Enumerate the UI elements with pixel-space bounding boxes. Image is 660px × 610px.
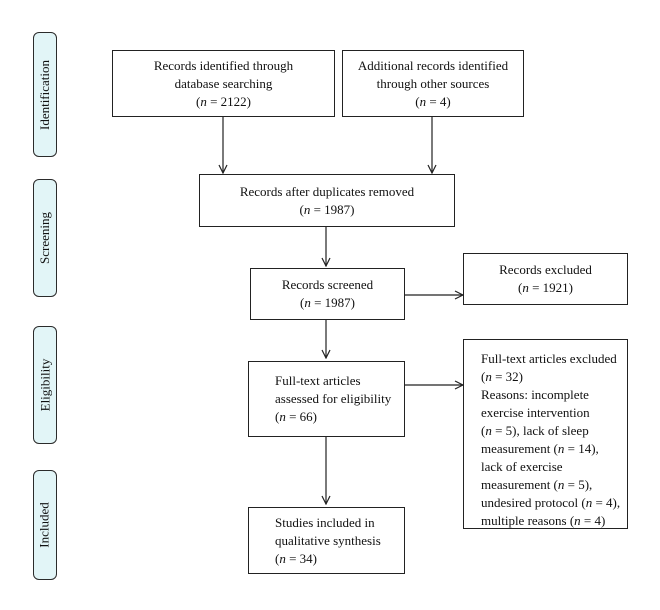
phase-screening: Screening bbox=[33, 179, 57, 297]
exclusion-reason-line: undesired protocol (n = 4), bbox=[481, 495, 621, 510]
box-line: Studies included in bbox=[275, 514, 375, 530]
box-records-other-sources: Additional records identified through ot… bbox=[342, 50, 524, 117]
exclusion-reason-line: (n = 5), lack of sleep bbox=[481, 423, 589, 438]
box-line: Records screened bbox=[281, 277, 374, 292]
phase-identification: Identification bbox=[33, 32, 57, 157]
box-count: (n = 34) bbox=[275, 550, 318, 566]
box-line: database searching bbox=[174, 75, 273, 91]
box-count: (n = 2122) bbox=[195, 93, 251, 109]
phase-eligibility: Eligibility bbox=[33, 326, 57, 444]
exclusion-reason-line: exercise intervention bbox=[481, 405, 590, 420]
box-line: through other sources bbox=[376, 75, 490, 91]
box-line: Records after duplicates removed bbox=[239, 183, 415, 199]
box-count: (n = 66) bbox=[275, 409, 318, 424]
phase-included: Included bbox=[33, 470, 57, 580]
box-line: Records identified through bbox=[153, 57, 294, 73]
exclusion-reason-line: Reasons: incomplete bbox=[481, 387, 589, 402]
box-records-excluded: Records excluded (n = 1921) bbox=[463, 253, 628, 305]
box-duplicates-removed: Records after duplicates removed (n = 19… bbox=[199, 174, 455, 227]
box-records-database: Records identified through database sear… bbox=[112, 50, 335, 117]
box-count: (n = 1921) bbox=[517, 280, 573, 295]
box-fulltext-assessed: Full-text articles assessed for eligibil… bbox=[248, 361, 405, 437]
box-records-screened: Records screened (n = 1987) bbox=[250, 268, 405, 320]
exclusion-reason-line: measurement (n = 14), bbox=[481, 441, 599, 456]
exclusion-count: (n = 32) bbox=[481, 369, 524, 384]
box-line: Records excluded bbox=[499, 262, 592, 277]
box-line: Additional records identified bbox=[357, 57, 509, 73]
exclusion-reason-line: measurement (n = 5), bbox=[481, 477, 593, 492]
box-fulltext-excluded: Full-text articles excluded (n = 32) Rea… bbox=[463, 339, 628, 529]
box-line: qualitative synthesis bbox=[275, 532, 381, 548]
exclusion-reason-line: lack of exercise bbox=[481, 459, 563, 474]
box-line: Full-text articles bbox=[275, 373, 361, 388]
box-studies-included: Studies included in qualitative synthesi… bbox=[248, 507, 405, 574]
box-count: (n = 4) bbox=[415, 93, 451, 109]
box-line: assessed for eligibility bbox=[275, 391, 392, 406]
box-count: (n = 1987) bbox=[299, 201, 355, 217]
exclusion-title: Full-text articles excluded bbox=[481, 351, 617, 366]
exclusion-reason-line: multiple reasons (n = 4) bbox=[481, 513, 606, 528]
box-count: (n = 1987) bbox=[299, 295, 355, 310]
